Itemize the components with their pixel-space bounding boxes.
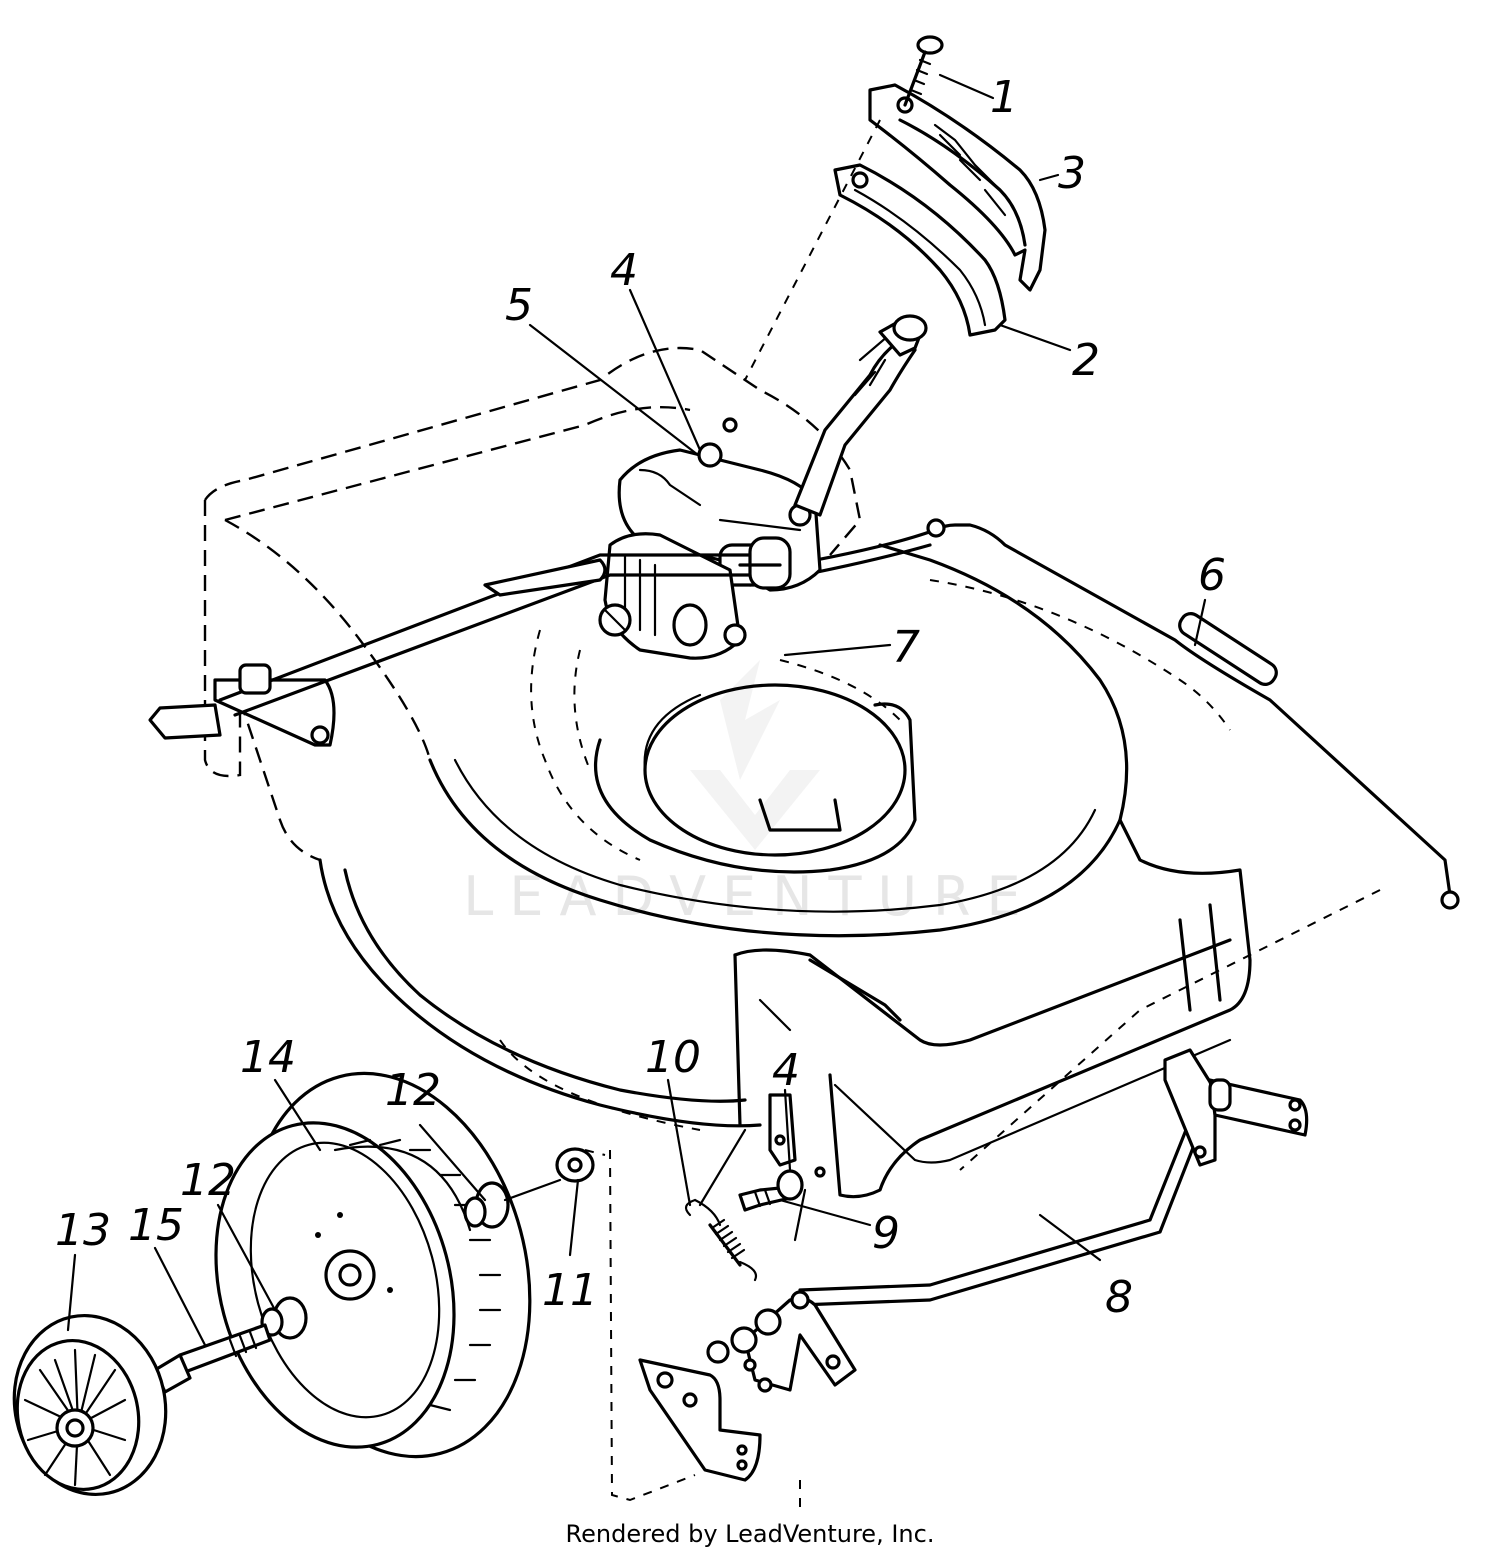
callout-15: 15	[128, 1200, 184, 1251]
watermark-text: LEADVENTURE	[463, 865, 1036, 928]
shift-lever	[793, 314, 928, 517]
wheel-assembly	[12, 1071, 595, 1497]
callout-2: 2	[1072, 335, 1100, 386]
footer-credit: Rendered by LeadVenture, Inc.	[566, 1520, 935, 1548]
handle-wire	[748, 518, 1460, 910]
callout-labels: 1 2 3 4 4 5 6 7 8 9 10 11 12 12 13 14 15	[55, 72, 1226, 1323]
shift-plate-parts	[833, 35, 1047, 337]
callout-4-bottom: 4	[772, 1045, 800, 1096]
callout-6: 6	[1198, 550, 1226, 601]
callout-13: 13	[55, 1205, 111, 1256]
callout-12-left: 12	[180, 1155, 236, 1206]
callout-1: 1	[990, 72, 1018, 123]
mower-deck	[318, 543, 1252, 1199]
callout-14: 14	[240, 1032, 296, 1083]
front-axle	[148, 536, 792, 747]
gearbox-assembly	[598, 417, 822, 660]
callout-9: 9	[872, 1208, 900, 1259]
callout-leaders	[66, 73, 1207, 1347]
callout-12-right: 12	[385, 1065, 441, 1116]
rear-height-adjuster	[638, 1048, 1309, 1482]
spring-and-bolt	[684, 1093, 826, 1282]
callout-11: 11	[542, 1265, 598, 1316]
callout-4-top: 4	[610, 245, 638, 296]
callout-7: 7	[892, 622, 920, 673]
callout-3: 3	[1058, 148, 1086, 199]
callout-5: 5	[505, 280, 533, 331]
callout-8: 8	[1105, 1272, 1133, 1323]
assembly-leaders	[584, 119, 1381, 1510]
callout-10: 10	[645, 1032, 701, 1083]
watermark-logo	[690, 660, 820, 850]
